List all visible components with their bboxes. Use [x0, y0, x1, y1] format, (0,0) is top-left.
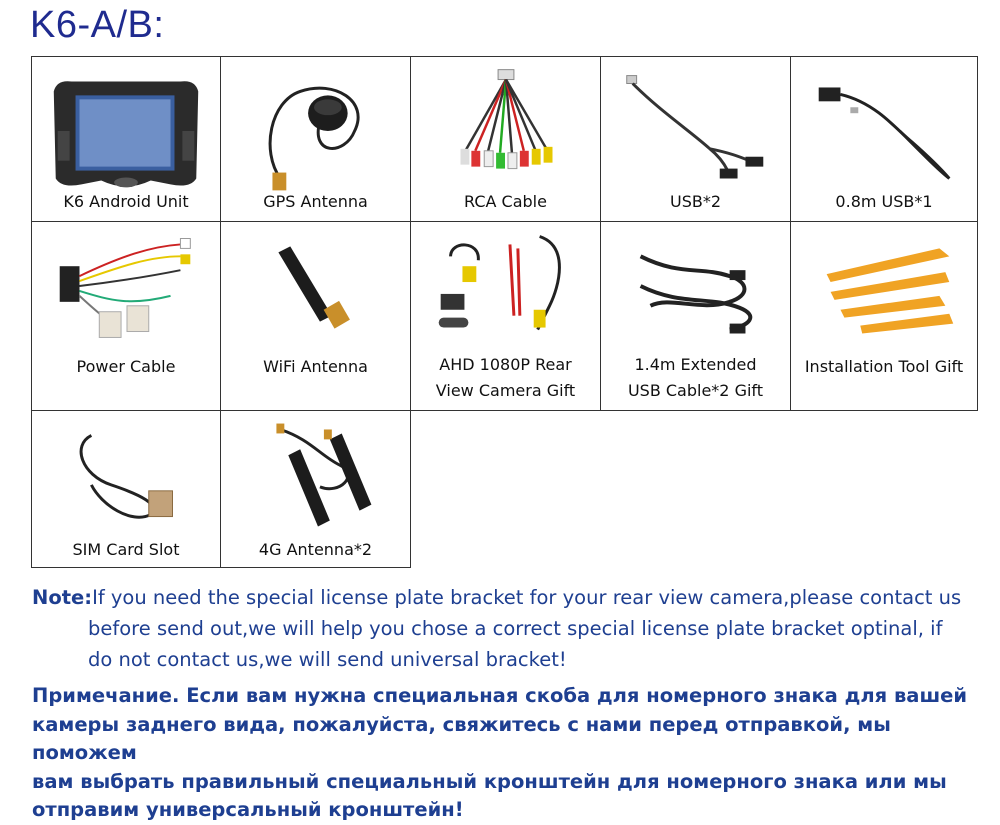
usb-cable-short-icon — [791, 61, 977, 201]
item-label: 1.4m Extended USB Cable*2 Gift — [601, 352, 790, 404]
item-label: SIM Card Slot — [72, 540, 180, 559]
note-line2: before send out,we will help you chose a… — [88, 617, 943, 640]
4g-antenna-icon — [221, 415, 410, 535]
note-line1-wrap: Note:If you need the special license pla… — [32, 582, 982, 613]
item-cell-usb-short: 0.8m USB*1 — [790, 56, 978, 222]
ru-line4: отправим универсальный кронштейн! — [32, 798, 464, 821]
english-note: Note:If you need the special license pla… — [32, 582, 982, 675]
ru-line1: Примечание. Если вам нужна специальная с… — [32, 684, 968, 707]
item-cell-usb-extension: 1.4m Extended USB Cable*2 Gift — [600, 221, 791, 411]
item-cell-installation-tool: Installation Tool Gift — [790, 221, 978, 411]
item-cell-rca-cable: RCA Cable — [410, 56, 601, 222]
item-label: 4G Antenna*2 — [258, 540, 373, 559]
head-unit-icon — [32, 61, 220, 201]
pry-tool-icon — [791, 226, 977, 346]
note-key: Note: — [32, 586, 93, 609]
russian-note: Примечание. Если вам нужна специальная с… — [32, 682, 987, 825]
item-cell-head-unit: K6 Android Unit — [31, 56, 221, 222]
note-line1: If you need the special license plate br… — [92, 586, 962, 609]
item-label: GPS Antenna — [263, 192, 368, 211]
usb-cable-icon — [601, 61, 790, 201]
item-label: Power Cable — [76, 357, 176, 376]
rear-camera-icon — [411, 226, 600, 346]
item-label-line1: AHD 1080P Rear — [439, 355, 572, 374]
item-cell-power-cable: Power Cable — [31, 221, 221, 411]
item-label: 0.8m USB*1 — [835, 192, 933, 211]
item-label-line1: 1.4m Extended — [634, 355, 757, 374]
note-line3: do not contact us,we will send universal… — [88, 648, 567, 671]
ru-line2: камеры заднего вида, пожалуйста, свяжите… — [32, 712, 891, 765]
item-cell-wifi-antenna: WiFi Antenna — [220, 221, 411, 411]
item-label-line2: View Camera Gift — [435, 381, 576, 400]
item-cell-gps-antenna: GPS Antenna — [220, 56, 411, 222]
usb-extension-icon — [601, 226, 790, 346]
sim-slot-cable-icon — [32, 415, 220, 535]
item-label: WiFi Antenna — [263, 357, 368, 376]
item-label: Installation Tool Gift — [804, 357, 964, 376]
page-title: K6-A/B: — [30, 4, 165, 46]
item-cell-sim-slot: SIM Card Slot — [31, 410, 221, 568]
item-label: K6 Android Unit — [63, 192, 189, 211]
item-cell-usb: USB*2 — [600, 56, 791, 222]
gps-antenna-icon — [221, 61, 410, 201]
rca-cable-icon — [411, 61, 600, 201]
item-label-line2: USB Cable*2 Gift — [627, 381, 764, 400]
ru-line3: вам выбрать правильный специальный кронш… — [32, 769, 947, 793]
item-cell-4g-antenna: 4G Antenna*2 — [220, 410, 411, 568]
item-label: RCA Cable — [464, 192, 547, 211]
wifi-antenna-icon — [221, 226, 410, 346]
item-cell-rear-camera: AHD 1080P Rear View Camera Gift — [410, 221, 601, 411]
item-label: USB*2 — [669, 192, 722, 211]
power-harness-icon — [32, 226, 220, 346]
item-label: AHD 1080P Rear View Camera Gift — [411, 352, 600, 404]
